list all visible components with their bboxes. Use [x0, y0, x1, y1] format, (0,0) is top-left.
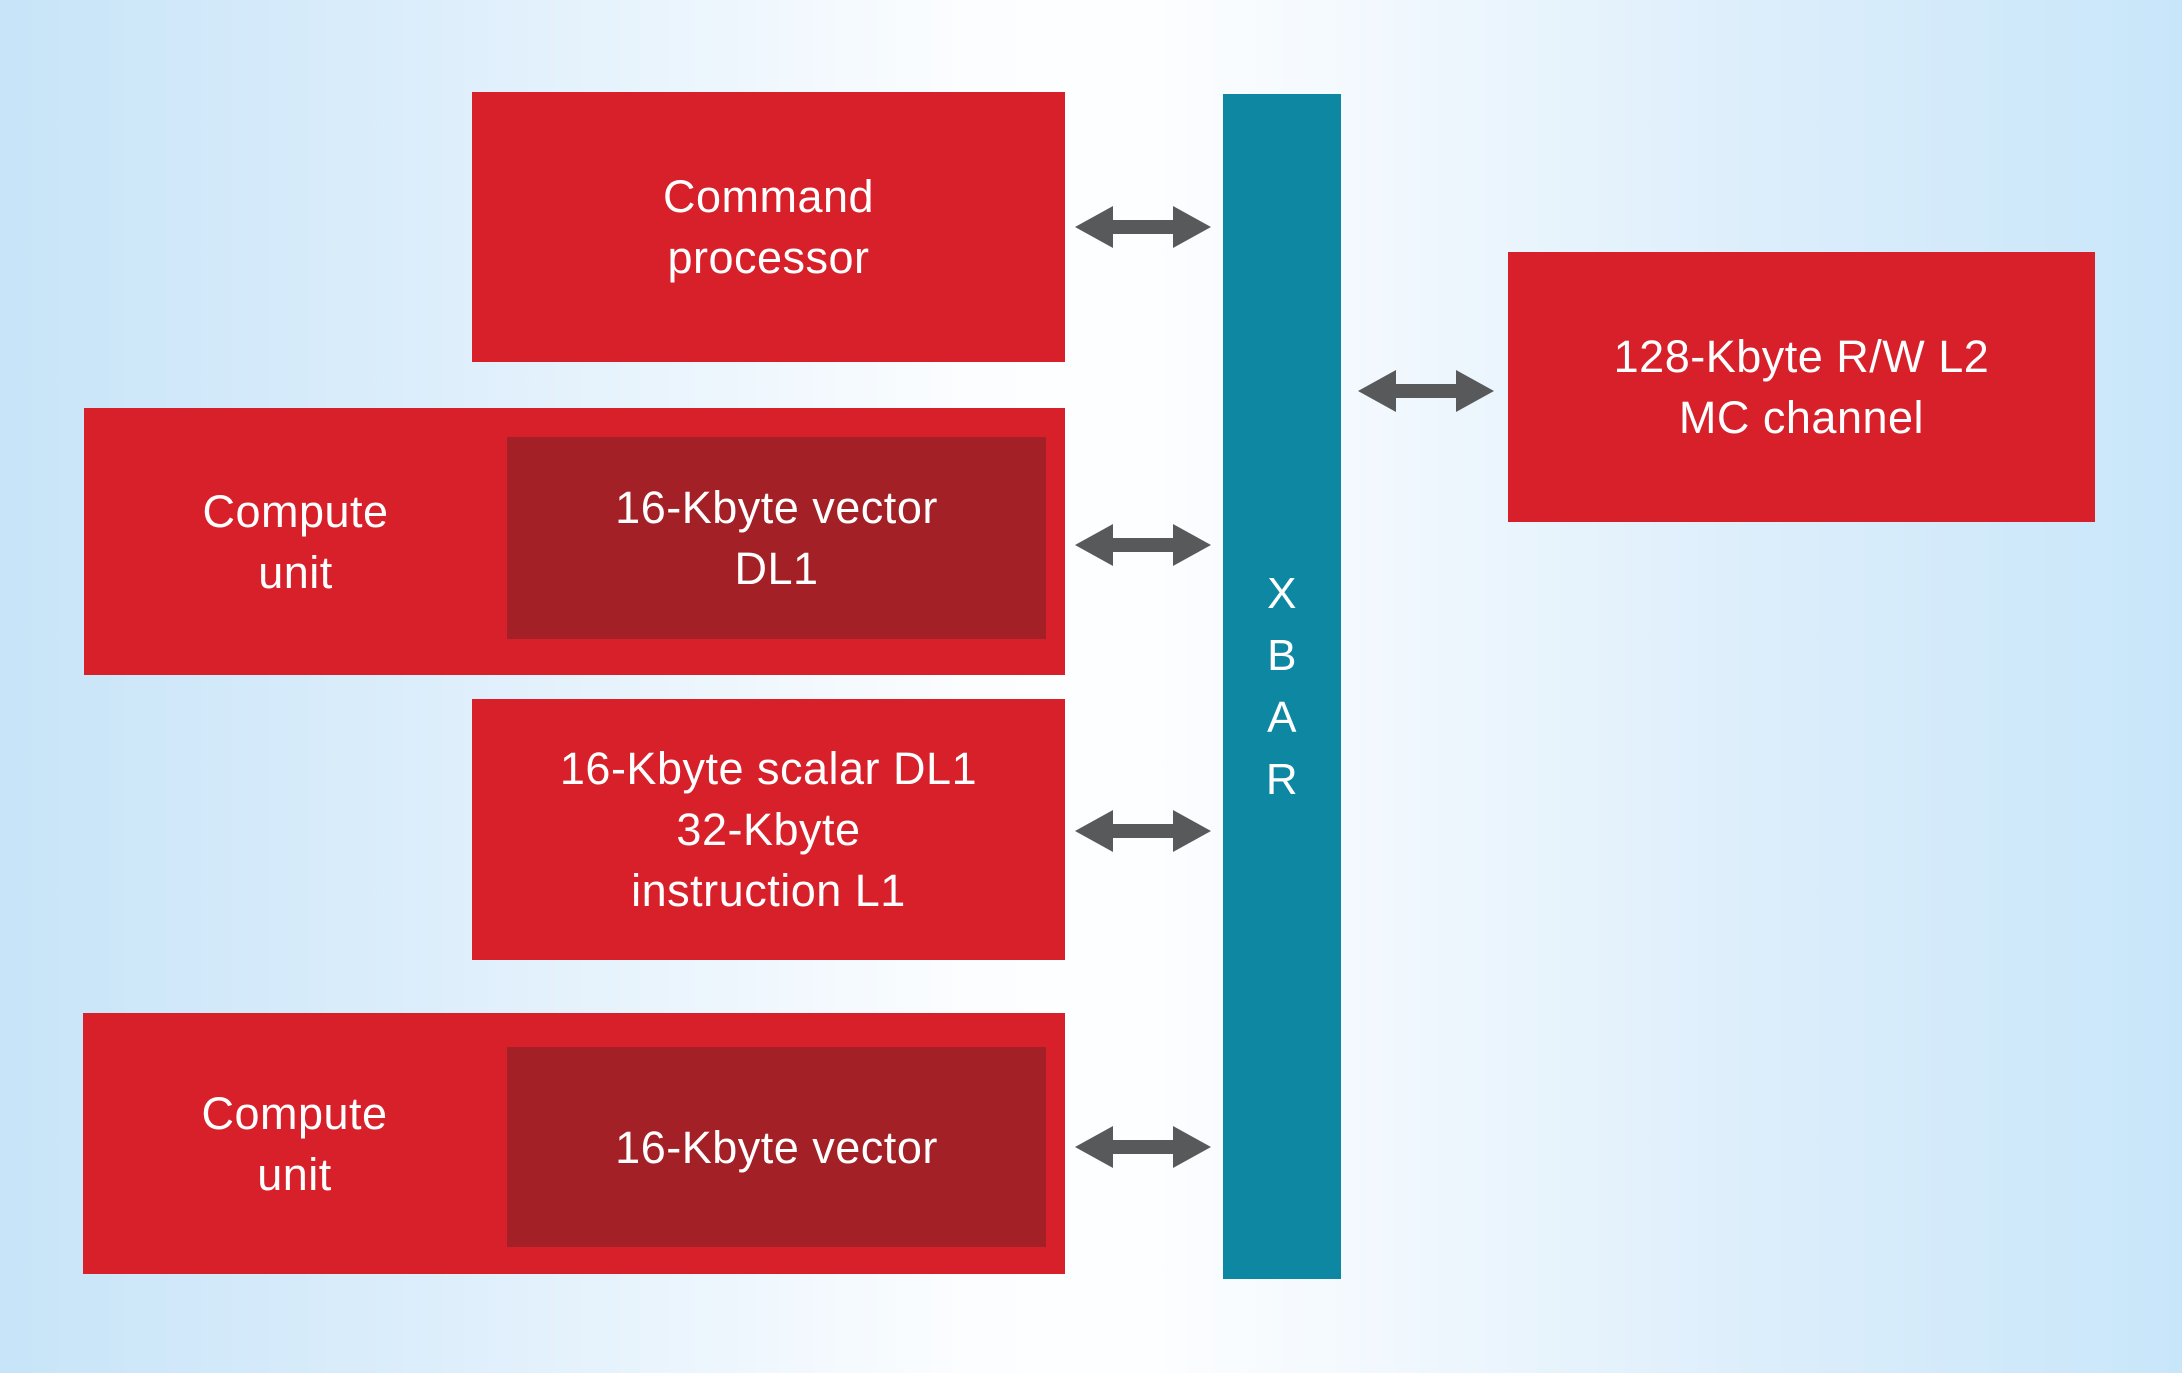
vector-dl1-label: 16-Kbyte vector DL1 [615, 482, 938, 594]
l2-mc-channel-box: 128-Kbyte R/W L2 MC channel [1508, 252, 2095, 522]
bidirectional-arrow-icon-computebottom-xbar [1075, 1126, 1211, 1168]
compute-unit-top-label: Compute unit [202, 485, 389, 598]
compute-unit-bottom-label: Compute unit [201, 1087, 388, 1200]
vector-dl1-box: 16-Kbyte vector DL1 [507, 437, 1046, 639]
l2-mc-channel-label: 128-Kbyte R/W L2 MC channel [1613, 331, 1990, 443]
bidirectional-arrow-icon-xbar-l2 [1358, 370, 1494, 412]
compute-unit-top-label-zone: Compute unit [84, 408, 507, 675]
bidirectional-arrow-icon-scalar-xbar [1075, 810, 1211, 852]
vector-cache-label: 16-Kbyte vector [615, 1121, 938, 1173]
bidirectional-arrow-icon-command-xbar [1075, 206, 1211, 248]
command-processor-box: Command processor [472, 92, 1065, 362]
vector-cache-box: 16-Kbyte vector [507, 1047, 1046, 1247]
command-processor-label: Command processor [662, 171, 875, 283]
xbar-box: X B A R [1223, 94, 1341, 1279]
scalar-instruction-cache-box: 16-Kbyte scalar DL1 32-Kbyte instruction… [472, 699, 1065, 960]
bidirectional-arrow-icon-computetop-xbar [1075, 524, 1211, 566]
compute-unit-top-box: Compute unit 16-Kbyte vector DL1 [84, 408, 1065, 675]
xbar-label: X B A R [1265, 568, 1299, 804]
compute-unit-bottom-label-zone: Compute unit [83, 1013, 506, 1274]
compute-unit-bottom-box: Compute unit 16-Kbyte vector [83, 1013, 1065, 1274]
scalar-instruction-cache-label: 16-Kbyte scalar DL1 32-Kbyte instruction… [559, 743, 978, 916]
